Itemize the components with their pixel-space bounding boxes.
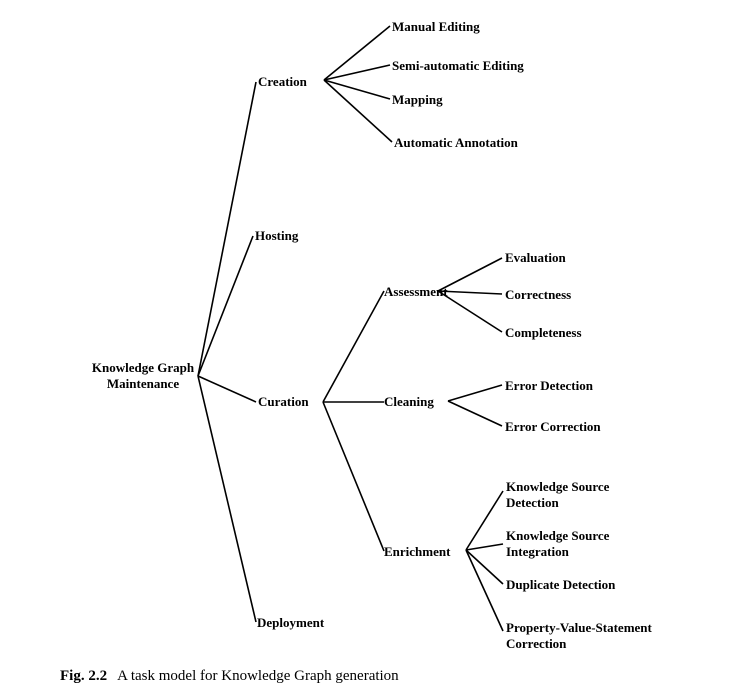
node-semi-automatic-editing: Semi-automatic Editing xyxy=(392,58,524,73)
edge-root-deployment xyxy=(197,375,257,623)
node-ks-integration-line1: Knowledge Source xyxy=(506,528,610,543)
edge-assessment-completeness xyxy=(437,290,503,333)
node-enrichment: Enrichment xyxy=(384,544,451,559)
edge-creation-semi xyxy=(323,64,391,81)
node-assessment: Assessment xyxy=(384,284,448,299)
figure-caption-text: A task model for Knowledge Graph generat… xyxy=(117,668,399,684)
node-pvs-line2: Correction xyxy=(506,636,567,651)
node-mapping: Mapping xyxy=(392,92,443,107)
node-automatic-annotation: Automatic Annotation xyxy=(394,135,518,150)
node-pvs-line1: Property-Value-Statement xyxy=(506,620,652,635)
node-manual-editing: Manual Editing xyxy=(392,19,480,34)
node-ks-detection-line1: Knowledge Source xyxy=(506,479,610,494)
node-completeness: Completeness xyxy=(505,325,582,340)
edge-root-creation xyxy=(197,81,257,377)
edge-cleaning-correction xyxy=(447,400,503,427)
edge-enrichment-duplicate xyxy=(465,549,504,585)
edge-enrichment-ksdetection xyxy=(465,490,504,551)
edge-assessment-evaluation xyxy=(437,257,503,292)
node-deployment: Deployment xyxy=(257,615,325,630)
node-curation: Curation xyxy=(258,394,309,409)
edge-enrichment-pvs xyxy=(465,549,504,632)
node-duplicate-detection: Duplicate Detection xyxy=(506,577,616,592)
node-evaluation: Evaluation xyxy=(505,250,566,265)
node-error-detection: Error Detection xyxy=(505,378,593,393)
node-knowledge-source-integration: Knowledge Source Integration xyxy=(506,528,609,560)
node-error-correction: Error Correction xyxy=(505,419,601,434)
edge-root-hosting xyxy=(197,235,254,377)
figure-caption: Fig. 2.2 A task model for Knowledge Graph… xyxy=(60,668,399,685)
figure-number: Fig. 2.2 xyxy=(60,668,108,684)
node-creation: Creation xyxy=(258,74,307,89)
node-ks-detection-line2: Detection xyxy=(506,495,559,510)
node-cleaning: Cleaning xyxy=(384,394,434,409)
node-knowledge-source-detection: Knowledge Source Detection xyxy=(506,479,609,511)
edge-cleaning-detection xyxy=(447,384,503,402)
node-hosting: Hosting xyxy=(255,228,299,243)
node-correctness: Correctness xyxy=(505,287,572,302)
edge-creation-annotation xyxy=(323,79,393,143)
node-root-line2: Maintenance xyxy=(106,376,180,391)
edge-root-curation xyxy=(197,375,257,403)
node-root-line1: Knowledge Graph xyxy=(91,360,195,375)
edge-creation-mapping xyxy=(323,79,391,100)
edge-curation-enrichment xyxy=(322,401,385,552)
edge-curation-assessment xyxy=(322,290,385,403)
edge-enrichment-ksintegration xyxy=(465,543,504,551)
node-root: Knowledge Graph Maintenance xyxy=(86,360,200,392)
edge-creation-manual xyxy=(323,25,391,81)
node-ks-integration-line2: Integration xyxy=(506,544,569,559)
edge-assessment-correctness xyxy=(437,290,503,295)
node-property-value-statement-correction: Property-Value-Statement Correction xyxy=(506,620,652,652)
